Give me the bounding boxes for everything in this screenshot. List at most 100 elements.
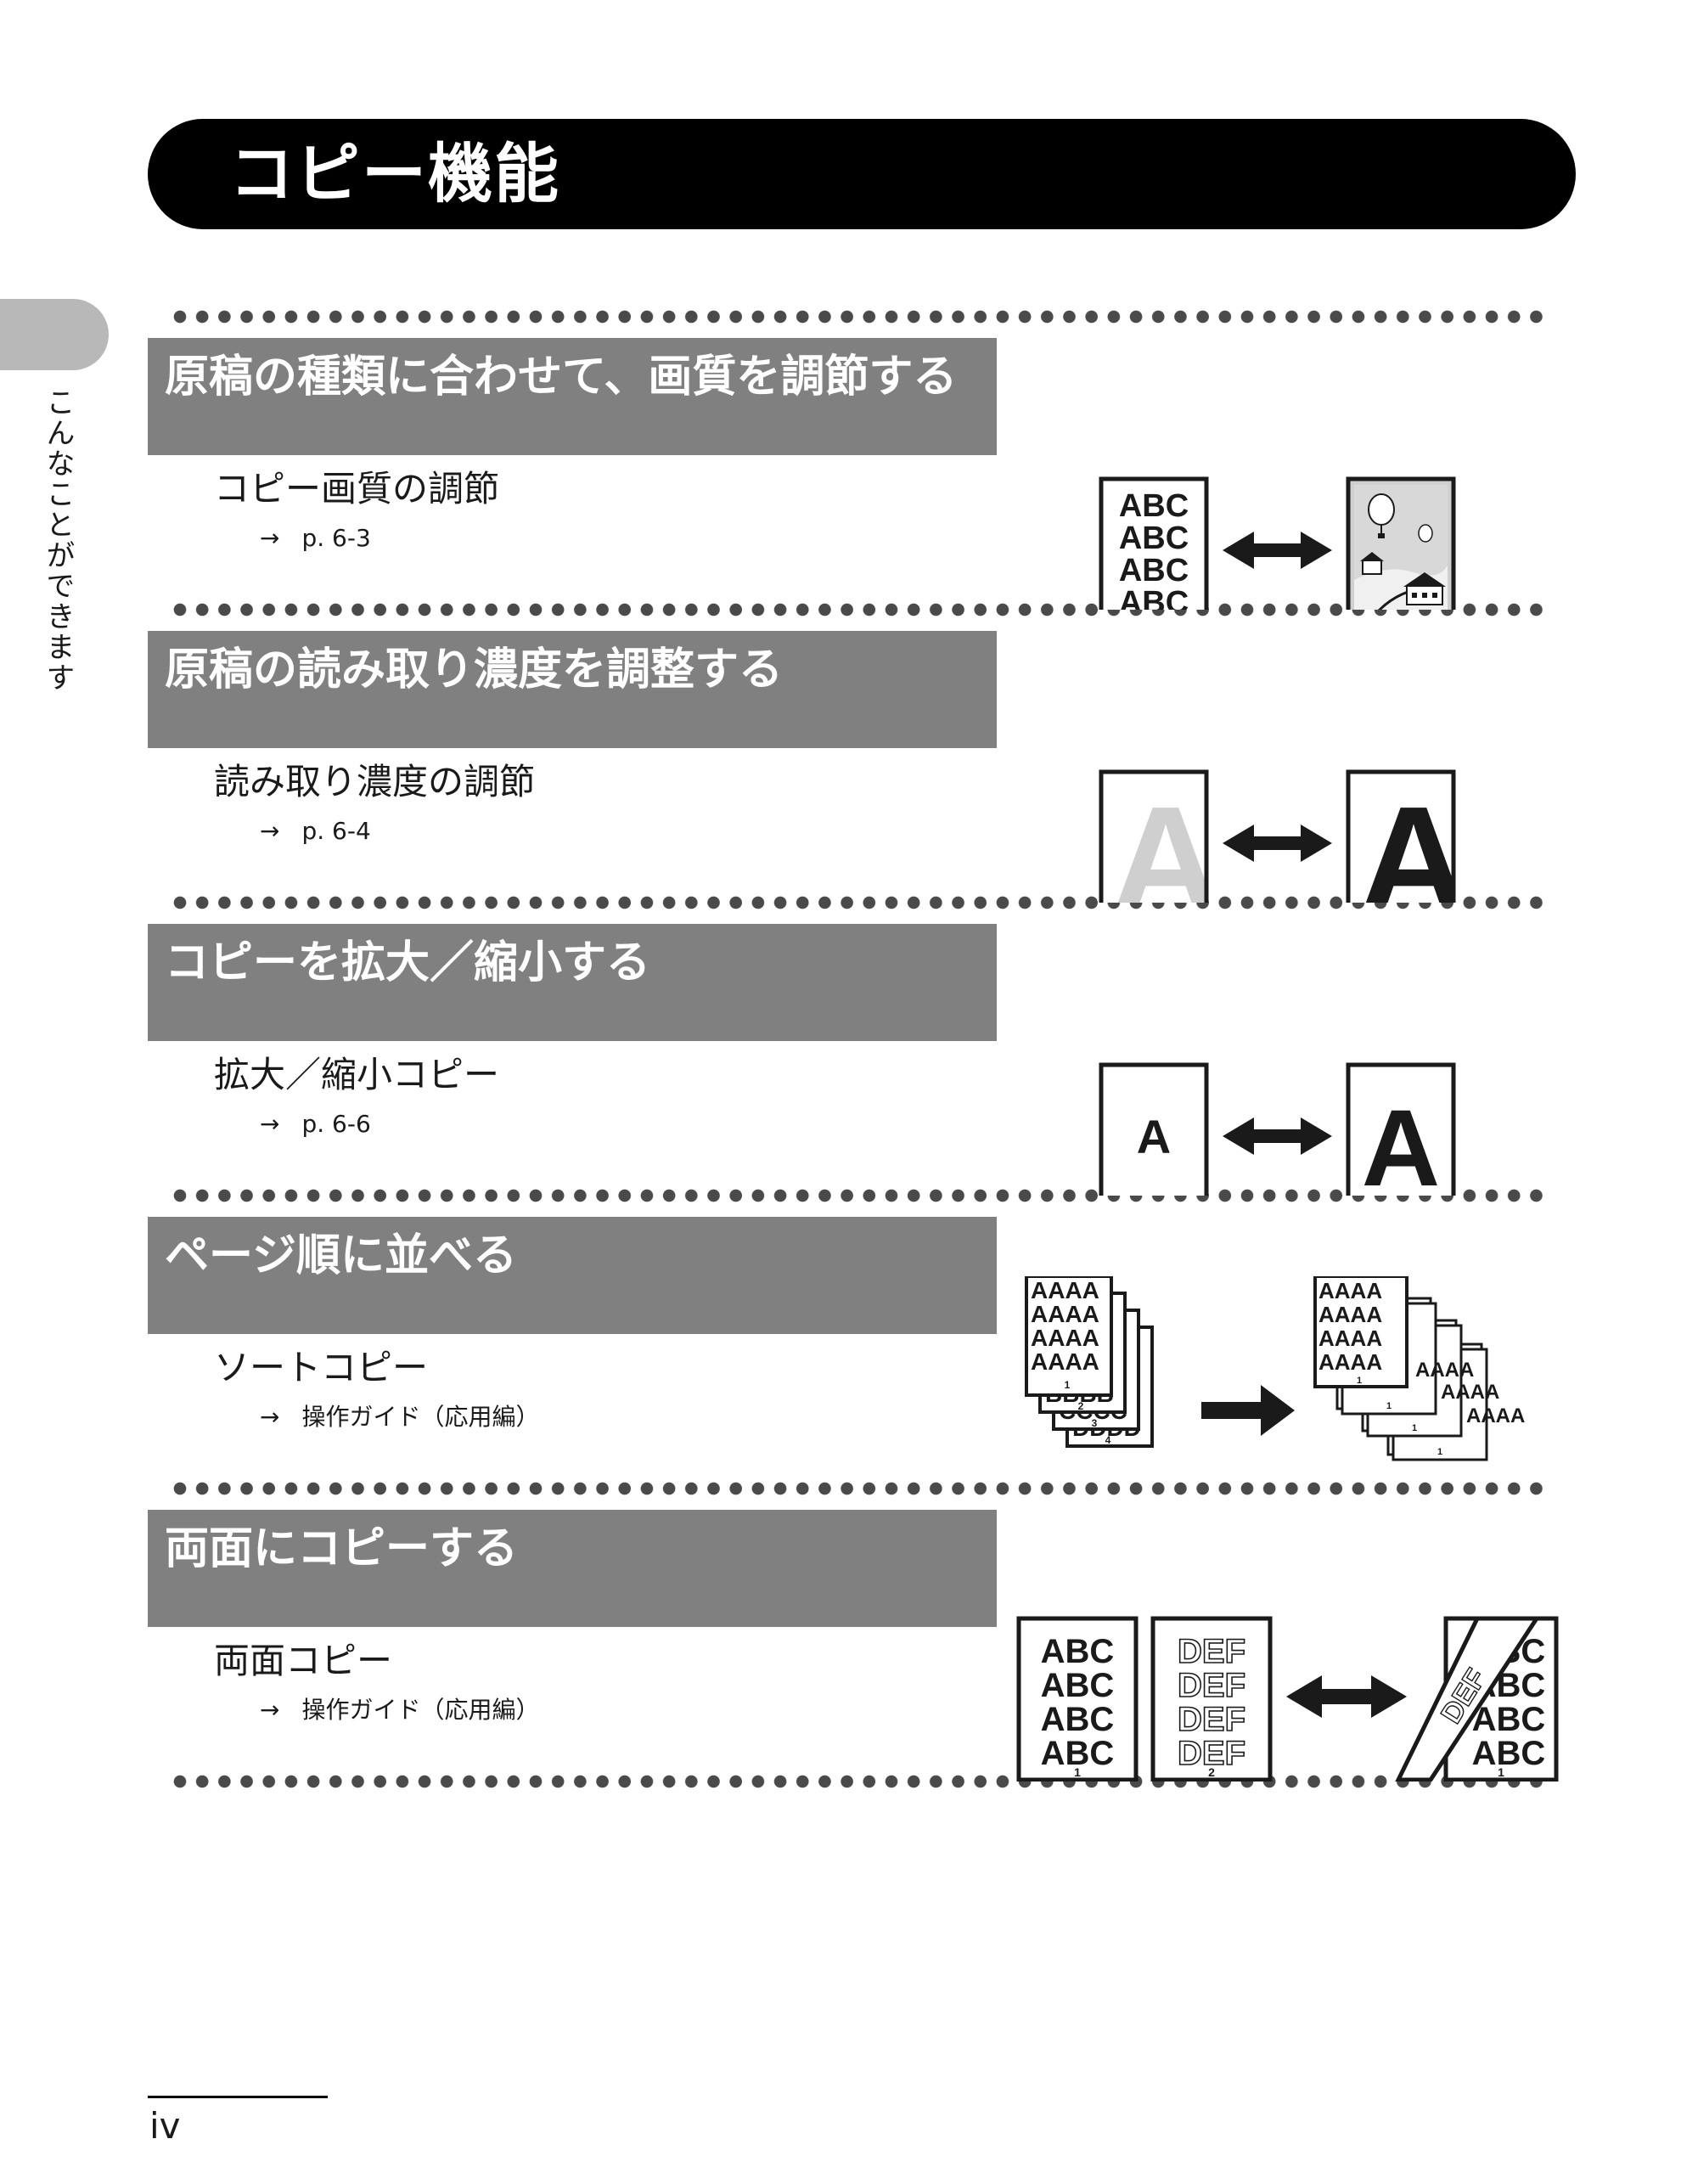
double-arrow-icon — [1223, 1117, 1332, 1155]
large-letter: A — [1362, 1088, 1440, 1196]
light-dark-density-illustration: A A — [1099, 769, 1469, 903]
feature-name: 両面コピー — [214, 1640, 393, 1681]
svg-text:2: 2 — [1078, 1400, 1084, 1412]
light-letter: A — [1110, 775, 1221, 903]
doc-text-line: ABC — [1119, 553, 1189, 588]
page-title: コピー機能 — [229, 136, 560, 211]
section-heading: 原稿の種類に合わせて、画質を調節する — [165, 352, 958, 402]
footer-rule — [148, 2096, 328, 2098]
double-arrow-icon — [1223, 825, 1332, 862]
svg-text:AAAA: AAAA — [1031, 1348, 1099, 1375]
dotted-divider — [173, 310, 1552, 324]
photo-document — [1346, 476, 1456, 610]
doc-text-line: ABC — [1119, 521, 1189, 556]
side-chapter-label: こんなことができます — [41, 387, 75, 693]
dark-letter: A — [1358, 775, 1469, 903]
back-page: DEF DEF DEF DEF 2 — [1150, 1616, 1273, 1782]
front-page: ABC ABC ABC ABC 1 — [1016, 1616, 1139, 1782]
duplex-result-page: ABC ABC ABC ABC 1 DEF — [1395, 1616, 1559, 1782]
svg-text:DEF: DEF — [1178, 1667, 1245, 1704]
feature-section-sort: ページ順に並べる ソートコピー → 操作ガイド（応用編） DDDD 4 CCCC … — [0, 1217, 1698, 1497]
svg-text:1: 1 — [1386, 1401, 1392, 1411]
double-arrow-icon — [1223, 532, 1332, 569]
page-reference-link[interactable]: p. 6-4 — [301, 817, 371, 845]
svg-text:ABC: ABC — [1041, 1633, 1115, 1670]
feature-section-enlarge-reduce: コピーを拡大／縮小する 拡大／縮小コピー → p. 6-6 A A — [0, 924, 1698, 1204]
page-reference-link[interactable]: p. 6-3 — [301, 524, 371, 552]
sorted-set-1: AAAA AAAA AAAA AAAA 1 — [1313, 1276, 1408, 1388]
sort-copy-illustration: DDDD 4 CCCC 3 BBBB 2 AAAA AAAA AAAA AAAA… — [1025, 1276, 1525, 1461]
feature-section-two-sided: 両面にコピーする 両面コピー → 操作ガイド（応用編） ABC ABC ABC A… — [0, 1510, 1698, 1790]
feature-name: ソートコピー — [214, 1347, 429, 1388]
section-heading-bar: 両面にコピーする — [148, 1510, 997, 1627]
svg-text:2: 2 — [1208, 1765, 1215, 1779]
svg-text:1: 1 — [1498, 1765, 1504, 1779]
section-heading-bar: ページ順に並べる — [148, 1217, 997, 1334]
section-heading-bar: 原稿の種類に合わせて、画質を調節する — [148, 338, 997, 455]
section-heading: 両面にコピーする — [165, 1523, 519, 1574]
side-tab-marker — [0, 299, 109, 370]
feature-section-density: 原稿の読み取り濃度を調整する 読み取り濃度の調節 → p. 6-4 A A — [0, 631, 1698, 911]
svg-text:ABC: ABC — [1472, 1735, 1546, 1772]
unsorted-page-a: AAAA AAAA AAAA AAAA 1 — [1025, 1276, 1113, 1397]
page-reference: → 操作ガイド（応用編） — [260, 1695, 539, 1725]
svg-text:ABC: ABC — [1472, 1701, 1546, 1738]
feature-name: 読み取り濃度の調節 — [214, 761, 536, 802]
svg-text:AAAA: AAAA — [1441, 1381, 1499, 1404]
section-heading-bar: 原稿の読み取り濃度を調整する — [148, 631, 997, 748]
svg-text:1: 1 — [1074, 1765, 1081, 1779]
section-heading: 原稿の読み取り濃度を調整する — [165, 645, 784, 695]
svg-text:DEF: DEF — [1178, 1701, 1245, 1738]
large-document — [1346, 1062, 1456, 1196]
feature-name: コピー画質の調節 — [214, 468, 500, 509]
section-heading: ページ順に並べる — [165, 1230, 517, 1281]
text-vs-photo-illustration: ABC ABC ABC ABC — [1099, 476, 1456, 610]
svg-text:4: 4 — [1105, 1434, 1111, 1446]
svg-text:AAAA: AAAA — [1031, 1277, 1099, 1303]
doc-text-line: ABC — [1119, 585, 1189, 610]
svg-text:AAAA: AAAA — [1318, 1302, 1382, 1327]
page-title-bar: コピー機能 — [148, 119, 1576, 229]
svg-text:AAAA: AAAA — [1318, 1278, 1382, 1303]
section-heading: コピーを拡大／縮小する — [165, 937, 651, 988]
svg-text:ABC: ABC — [1041, 1701, 1115, 1738]
page-reference: → 操作ガイド（応用編） — [260, 1402, 539, 1433]
arrow-icon: → — [260, 1110, 280, 1138]
svg-text:AAAA: AAAA — [1415, 1359, 1474, 1382]
svg-text:1: 1 — [1412, 1423, 1417, 1433]
svg-text:1: 1 — [1357, 1376, 1362, 1386]
section-heading-bar: コピーを拡大／縮小する — [148, 924, 997, 1041]
svg-text:AAAA: AAAA — [1466, 1404, 1525, 1427]
feature-name: 拡大／縮小コピー — [214, 1054, 500, 1095]
svg-text:ABC: ABC — [1041, 1735, 1115, 1772]
right-arrow-icon — [1201, 1385, 1295, 1436]
page-reference-link[interactable]: 操作ガイド（応用編） — [301, 1696, 540, 1724]
arrow-icon: → — [260, 524, 280, 552]
doc-text-line: ABC — [1119, 488, 1189, 524]
svg-text:DEF: DEF — [1178, 1633, 1245, 1670]
two-sided-copy-illustration: ABC ABC ABC ABC 1 DEF DEF DEF DEF 2 ABC … — [1016, 1616, 1559, 1782]
arrow-icon: → — [260, 1696, 280, 1724]
text-document — [1099, 476, 1209, 610]
page-reference-link[interactable]: p. 6-6 — [301, 1110, 371, 1138]
page-reference-link[interactable]: 操作ガイド（応用編） — [301, 1403, 540, 1431]
double-arrow-icon — [1286, 1675, 1407, 1718]
arrow-icon: → — [260, 817, 280, 845]
enlarge-reduce-illustration: A A — [1099, 1062, 1456, 1196]
page-number: iv — [149, 2105, 181, 2147]
page-curl — [1395, 1616, 1541, 1782]
svg-text:1: 1 — [1065, 1379, 1071, 1391]
page-reference: → p. 6-4 — [260, 816, 371, 847]
page-reference: → p. 6-3 — [260, 523, 371, 554]
svg-text:AAAA: AAAA — [1031, 1301, 1099, 1327]
page-reference: → p. 6-6 — [260, 1109, 371, 1140]
small-document — [1099, 1062, 1209, 1196]
svg-text:AAAA: AAAA — [1318, 1349, 1382, 1375]
small-letter: A — [1137, 1110, 1171, 1163]
feature-section-image-quality: 原稿の種類に合わせて、画質を調節する コピー画質の調節 → p. 6-3 ABC … — [0, 338, 1698, 618]
svg-text:DEF: DEF — [1178, 1735, 1245, 1772]
arrow-icon: → — [260, 1403, 280, 1431]
svg-text:AAAA: AAAA — [1318, 1326, 1382, 1351]
svg-text:3: 3 — [1092, 1417, 1098, 1429]
dotted-divider — [173, 1482, 1552, 1495]
